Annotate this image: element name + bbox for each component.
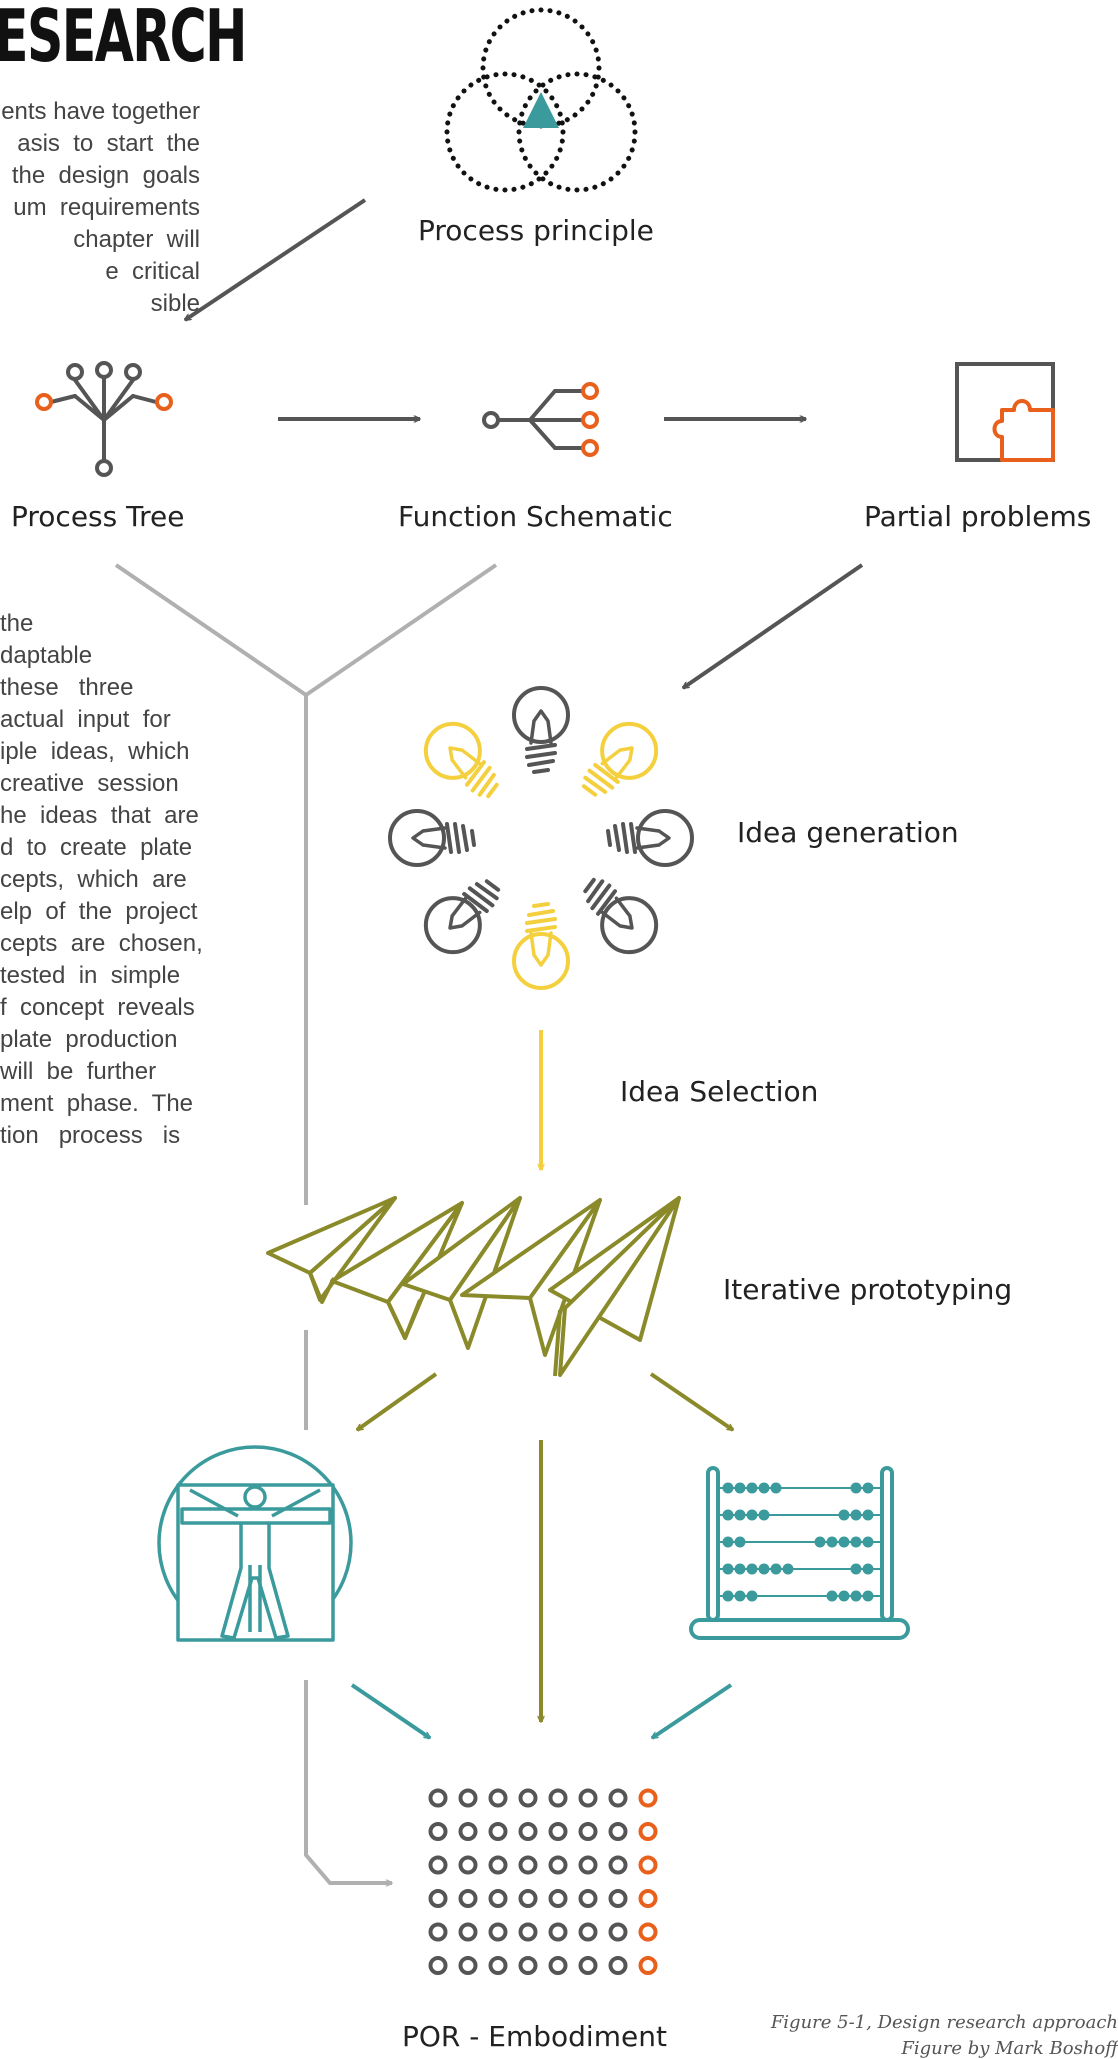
- matrix-dot-highlight: [638, 1855, 658, 1875]
- label-function-schematic: Function Schematic: [398, 500, 673, 533]
- abacus-beads: [722, 1482, 874, 1602]
- matrix-dot: [578, 1956, 598, 1975]
- matrix-dot: [518, 1956, 538, 1975]
- function-schematic-icon: [482, 382, 599, 457]
- puzzle-piece-icon: [955, 362, 1055, 462]
- matrix-dot: [548, 1855, 568, 1875]
- label-process-tree: Process Tree: [11, 500, 185, 533]
- matrix-dot: [608, 1889, 628, 1908]
- figure-credit: Figure by Mark Boshoff: [901, 2038, 1118, 2059]
- matrix-dot: [458, 1889, 478, 1908]
- matrix-dot: [428, 1822, 448, 1841]
- intro-paragraph: ents have together asis to start the the…: [1, 98, 200, 317]
- matrix-dot: [488, 1788, 508, 1808]
- matrix-dot: [608, 1822, 628, 1841]
- abacus-icon: [689, 1466, 910, 1640]
- matrix-dot-highlight: [638, 1922, 658, 1942]
- matrix-dot-highlight: [638, 1822, 658, 1841]
- matrix-dot: [488, 1956, 508, 1975]
- matrix-dot: [488, 1855, 508, 1875]
- matrix-dot: [548, 1788, 568, 1808]
- matrix-dot: [458, 1855, 478, 1875]
- label-process-principle: Process principle: [418, 214, 654, 247]
- dot-matrix-icon: [428, 1788, 658, 1975]
- analysis-arrows: [350, 1683, 733, 1740]
- matrix-dot: [488, 1822, 508, 1841]
- vitruvian-man-icon: [157, 1445, 353, 1642]
- prototype-arrows: [357, 1372, 733, 1722]
- matrix-dot: [458, 1822, 478, 1841]
- label-iterative-prototyping: Iterative prototyping: [723, 1273, 1013, 1306]
- matrix-dot: [608, 1956, 628, 1975]
- matrix-dot: [518, 1855, 538, 1875]
- matrix-dot: [428, 1855, 448, 1875]
- matrix-dot: [458, 1788, 478, 1808]
- matrix-dot: [428, 1788, 448, 1808]
- matrix-dot-highlight: [638, 1956, 658, 1975]
- process-tree-icon: [35, 361, 173, 477]
- matrix-dot: [458, 1956, 478, 1975]
- matrix-dot: [428, 1956, 448, 1975]
- matrix-dot-highlight: [638, 1889, 658, 1908]
- matrix-dot: [548, 1822, 568, 1841]
- matrix-dot: [488, 1889, 508, 1908]
- matrix-dot: [578, 1922, 598, 1942]
- matrix-dot: [518, 1922, 538, 1942]
- label-idea-selection: Idea Selection: [620, 1075, 819, 1108]
- matrix-dot: [608, 1855, 628, 1875]
- paper-planes-icon: [266, 1196, 681, 1377]
- merge-lines: [114, 563, 498, 1883]
- matrix-dot: [608, 1922, 628, 1942]
- matrix-dot-highlight: [638, 1788, 658, 1808]
- label-partial-problems: Partial problems: [864, 500, 1092, 533]
- lightbulb-ring-icon: [388, 686, 694, 990]
- label-por-embodiment: POR - Embodiment: [402, 2020, 667, 2053]
- label-idea-generation: Idea generation: [737, 816, 959, 849]
- matrix-dot: [458, 1922, 478, 1942]
- matrix-dot: [608, 1788, 628, 1808]
- flow-arrows-dark: [185, 198, 864, 690]
- matrix-dot: [428, 1889, 448, 1908]
- matrix-dot: [518, 1889, 538, 1908]
- matrix-dot: [488, 1922, 508, 1942]
- matrix-dot: [578, 1889, 598, 1908]
- page-heading: ESEARCH: [0, 0, 247, 78]
- matrix-dot: [518, 1822, 538, 1841]
- matrix-dot: [578, 1855, 598, 1875]
- matrix-dot: [578, 1822, 598, 1841]
- matrix-dot: [548, 1889, 568, 1908]
- matrix-dot: [578, 1788, 598, 1808]
- matrix-dot: [548, 1956, 568, 1975]
- matrix-dot: [428, 1922, 448, 1942]
- matrix-dot: [548, 1922, 568, 1942]
- process-paragraph: the daptable these three actual input fo…: [0, 610, 203, 1149]
- matrix-dot: [518, 1788, 538, 1808]
- figure-caption: Figure 5-1, Design research approach: [770, 2012, 1118, 2033]
- venn-center-triangle: [523, 92, 559, 128]
